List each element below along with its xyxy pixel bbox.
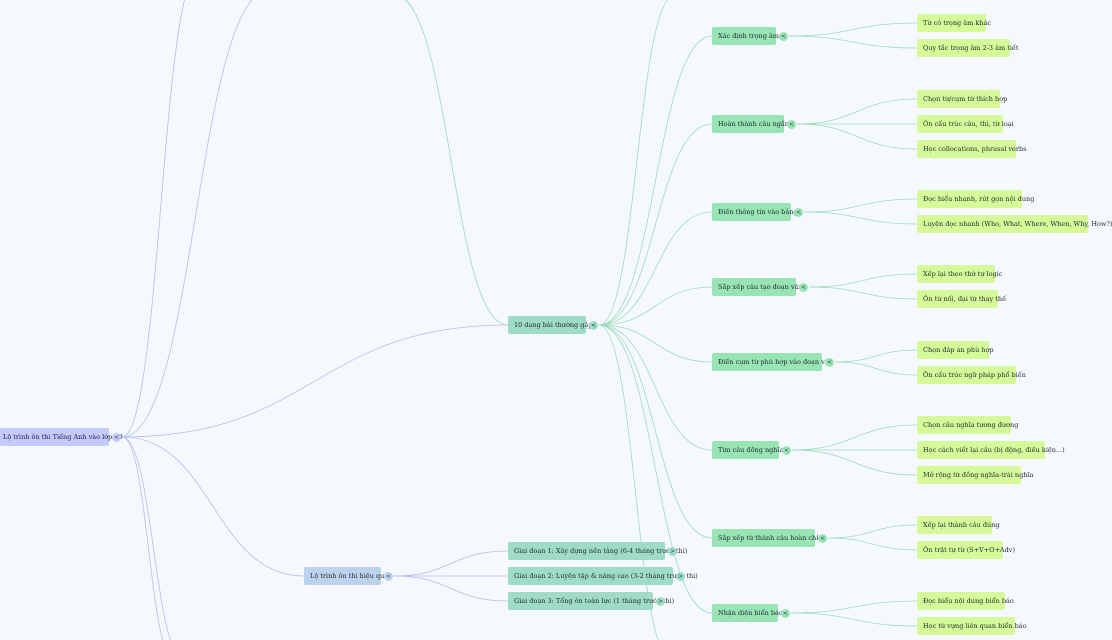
tip-node[interactable]: Chọn từ/cụm từ thích hợp [917, 90, 1007, 108]
root-edge [121, 0, 185, 438]
type-synonym-node[interactable]: Tìm câu đồng nghĩa [712, 441, 783, 459]
type-word-order-node[interactable]: Sắp xếp từ thành câu hoàn chỉnh [712, 529, 827, 547]
type-table-collapse-toggle[interactable]: < [794, 208, 803, 217]
tip-edge [808, 286, 918, 300]
type-edge [598, 324, 659, 640]
type-edge [598, 324, 713, 614]
tip-edge [788, 35, 918, 49]
type-edge [598, 211, 713, 326]
tip-edge [834, 361, 918, 376]
tip-edge [827, 537, 918, 551]
type-word-order-collapse-toggle[interactable]: < [818, 534, 827, 543]
branch-types-node[interactable]: 10 dạng bài thường gặp [508, 316, 592, 334]
type-short-sentence-collapse-toggle[interactable]: < [787, 120, 796, 129]
tip-edge [796, 98, 918, 125]
phase-1-expand-toggle[interactable]: > [668, 547, 677, 556]
type-paragraph-order-collapse-toggle[interactable]: < [799, 283, 808, 292]
root-edge [121, 436, 305, 577]
root-collapse-toggle[interactable]: < [112, 433, 121, 442]
tip-node[interactable]: Ôn trật tự từ (S+V+O+Adv) [917, 541, 1015, 559]
type-paragraph-order-node[interactable]: Sắp xếp câu tạo đoạn văn [712, 278, 803, 296]
type-signs-collapse-toggle[interactable]: < [781, 609, 790, 618]
tip-node[interactable]: Luyện đọc nhanh (Who, What, Where, When,… [917, 215, 1112, 233]
type-stress-collapse-toggle[interactable]: < [779, 32, 788, 41]
tip-edge [834, 349, 918, 363]
tip-node[interactable]: Chọn câu nghĩa tương đương [917, 416, 1018, 434]
root-edge [121, 0, 253, 438]
tip-edge [790, 612, 918, 627]
tip-node[interactable]: Xếp lại theo thứ tự logic [917, 265, 1002, 283]
type-short-sentence-node[interactable]: Hoàn thành câu ngắn [712, 115, 789, 133]
tip-node[interactable]: Xếp lại thành câu đúng [917, 516, 1000, 534]
tip-edge [790, 600, 918, 614]
phase-edge [393, 575, 509, 602]
tip-node[interactable]: Chọn đáp án phù hợp [917, 341, 994, 359]
tip-edge [827, 524, 918, 539]
tip-node[interactable]: Quy tắc trọng âm 2-3 âm tiết [917, 39, 1019, 57]
branch-strategy-node[interactable]: Lộ trình ôn thi hiệu quả [304, 567, 388, 585]
type-table-node[interactable]: Điền thông tin vào bảng [712, 203, 798, 221]
tip-edge [808, 273, 918, 288]
phase-edge [393, 550, 509, 577]
type-edge [598, 286, 713, 326]
tip-node[interactable]: Ôn cấu trúc câu, thì, từ loại [917, 115, 1014, 133]
tip-edge [788, 22, 918, 37]
tip-node[interactable]: Học từ vựng liên quan biển báo [917, 617, 1027, 635]
root-edge [121, 436, 171, 640]
root-edge [121, 436, 164, 640]
tip-node[interactable]: Học collocations, phrasal verbs [917, 140, 1027, 158]
type-fill-phrase-collapse-toggle[interactable]: < [825, 358, 834, 367]
phase-3-node[interactable]: Giai đoạn 3: Tổng ôn toàn lực (1 tháng t… [508, 592, 674, 610]
type-stress-node[interactable]: Xác định trọng âm [712, 27, 779, 45]
tip-node[interactable]: Đọc hiểu nhanh, rút gọn nội dung [917, 190, 1034, 208]
tip-node[interactable]: Đọc hiểu nội dung biển báo [917, 592, 1014, 610]
branch-types-collapse-toggle[interactable]: < [589, 321, 598, 330]
tip-node[interactable]: Ôn từ nối, đại từ thay thế [917, 290, 1006, 308]
tip-edge [803, 198, 918, 213]
type-edge [598, 324, 713, 363]
tip-edge [796, 123, 918, 150]
branch-strategy-collapse-toggle[interactable]: < [384, 572, 393, 581]
tip-node[interactable]: Mở rộng từ đồng nghĩa-trái nghĩa [917, 466, 1033, 484]
type-synonym-collapse-toggle[interactable]: < [782, 446, 791, 455]
tip-node[interactable]: Ôn cấu trúc ngữ pháp phổ biến [917, 366, 1026, 384]
type-fill-phrase-node[interactable]: Điền cụm từ phù hợp vào đoạn văn [712, 353, 833, 371]
type-edge [598, 324, 713, 539]
branch-edge [404, 0, 509, 326]
tip-edge [803, 211, 918, 225]
tip-edge [791, 424, 918, 451]
root-edge [121, 324, 509, 438]
tip-node[interactable]: Học cách viết lại câu (bị động, điều kiệ… [917, 441, 1065, 459]
type-edge [598, 0, 669, 326]
phase-1-node[interactable]: Giai đoạn 1: Xây dựng nền tảng (6-4 thán… [508, 542, 687, 560]
phase-2-node[interactable]: Giai đoạn 2: Luyện tập & nâng cao (3-2 t… [508, 567, 698, 585]
phase-3-expand-toggle[interactable]: > [656, 597, 665, 606]
phase-2-expand-toggle[interactable]: > [676, 572, 685, 581]
root-node[interactable]: Lộ trình ôn thi Tiếng Anh vào lớp 10 [0, 428, 123, 446]
type-edge [598, 35, 713, 326]
type-edge [598, 123, 713, 326]
type-edge [598, 324, 713, 451]
tip-node[interactable]: Từ có trọng âm khác [917, 14, 991, 32]
tip-edge [791, 449, 918, 476]
type-signs-node[interactable]: Nhận diện biển báo [712, 604, 783, 622]
